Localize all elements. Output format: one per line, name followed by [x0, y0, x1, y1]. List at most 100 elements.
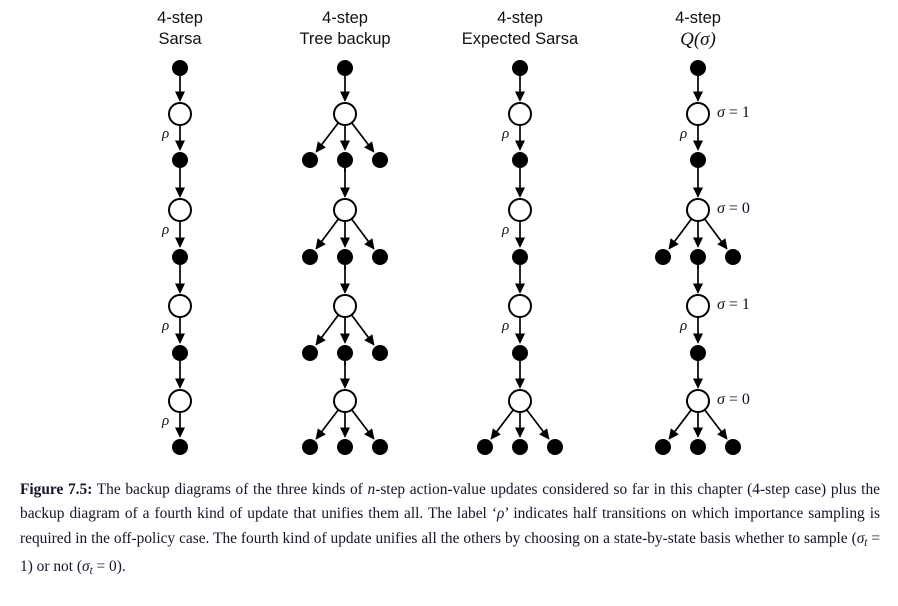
column-header-line2: Sarsa [158, 30, 202, 48]
caption-sub-t-2: t [89, 565, 93, 578]
edge-fan-0 [490, 409, 515, 440]
figure-number: Figure 7.5: [20, 481, 93, 498]
caption-var-n: n [367, 481, 376, 498]
sigma-symbol: σ [717, 200, 725, 217]
column-header-expected-sarsa: 4-step Expected Sarsa [410, 8, 630, 50]
action-node-filled [690, 152, 706, 168]
action-node-filled [172, 439, 188, 455]
column-header-line1: 4-step [497, 9, 543, 27]
edge-fan-2 [703, 218, 728, 250]
backup-diagram-q-sigma [655, 60, 741, 455]
rho-label: ρ [162, 126, 170, 142]
sigma-symbol: σ [717, 296, 725, 313]
action-node-filled [337, 439, 353, 455]
caption-var-sigma-1: σ [856, 529, 865, 547]
caption-sub-t-1: t [864, 536, 868, 549]
action-node-filled [512, 345, 528, 361]
action-node-filled [302, 439, 318, 455]
action-node-filled [690, 60, 706, 76]
state-node-open [168, 198, 192, 222]
edge-fan-0 [668, 409, 693, 440]
action-node-filled [372, 152, 388, 168]
edge-fan-0 [315, 314, 340, 346]
rho-label: ρ [680, 318, 688, 334]
action-node-filled [337, 345, 353, 361]
edge-fan-2 [350, 122, 375, 153]
caption-seg-3: ’ indicates half transitions on which im… [20, 505, 880, 547]
edge-fan-2 [525, 409, 550, 440]
action-node-filled [302, 152, 318, 168]
action-node-filled [512, 152, 528, 168]
action-node-filled [372, 439, 388, 455]
backup-diagram-sarsa [168, 60, 192, 455]
action-node-filled [725, 439, 741, 455]
action-node-filled [337, 249, 353, 265]
action-node-filled [477, 439, 493, 455]
edge-fan-2 [350, 409, 375, 440]
sigma-value: = 0 [724, 200, 750, 217]
edge-fan-0 [315, 122, 340, 153]
action-node-filled [302, 345, 318, 361]
backup-diagrams-svg [168, 60, 741, 455]
state-node-open [333, 102, 357, 126]
state-node-open [508, 198, 532, 222]
edge-fan-0 [668, 218, 693, 250]
column-header-line1: 4-step [157, 9, 203, 27]
state-node-open [333, 389, 357, 413]
rho-label: ρ [162, 413, 170, 429]
sigma-value: = 1 [724, 104, 750, 121]
action-node-filled [512, 439, 528, 455]
caption-var-rho: ρ [496, 505, 505, 523]
state-node-open [508, 102, 532, 126]
state-node-open [686, 389, 710, 413]
state-node-open [508, 294, 532, 318]
action-node-filled [655, 249, 671, 265]
action-node-filled [512, 60, 528, 76]
action-node-filled [690, 439, 706, 455]
sigma-label: σ = 0 [717, 391, 750, 409]
backup-diagram-tree-backup [302, 60, 388, 455]
action-node-filled [725, 249, 741, 265]
action-node-filled [655, 439, 671, 455]
rho-label: ρ [162, 222, 170, 238]
state-node-open [333, 198, 357, 222]
column-header-line2: Q(σ) [680, 29, 716, 50]
edge-fan-0 [315, 409, 340, 440]
rho-label: ρ [162, 318, 170, 334]
column-header-line1: 4-step [675, 9, 721, 27]
action-node-filled [172, 249, 188, 265]
caption-seg-4: = 1) or not ( [20, 529, 880, 576]
action-node-filled [690, 345, 706, 361]
state-node-open [168, 389, 192, 413]
edge-fan-2 [703, 409, 728, 440]
figure-caption: Figure 7.5: The backup diagrams of the t… [20, 478, 880, 584]
rho-label: ρ [680, 126, 688, 142]
action-node-filled [372, 345, 388, 361]
action-node-filled [172, 152, 188, 168]
state-node-open [333, 294, 357, 318]
action-node-filled [690, 249, 706, 265]
sigma-value: = 0 [724, 391, 750, 408]
action-node-filled [302, 249, 318, 265]
column-header-q-sigma: 4-step Q(σ) [588, 8, 808, 50]
sigma-label: σ = 0 [717, 200, 750, 218]
action-node-filled [172, 345, 188, 361]
edge-fan-2 [350, 314, 375, 346]
sigma-label: σ = 1 [717, 296, 750, 314]
action-node-filled [337, 152, 353, 168]
state-node-open [686, 198, 710, 222]
rho-label: ρ [502, 318, 510, 334]
action-node-filled [172, 60, 188, 76]
action-node-filled [547, 439, 563, 455]
caption-seg-2: -step action-value updates considered so… [20, 481, 880, 523]
action-node-filled [512, 249, 528, 265]
rho-label: ρ [502, 222, 510, 238]
state-node-open [508, 389, 532, 413]
sigma-symbol: σ [717, 104, 725, 121]
edge-fan-0 [315, 218, 340, 250]
caption-seg-5: = 0). [92, 558, 126, 576]
caption-seg-1: The backup diagrams of the three kinds o… [92, 481, 368, 498]
sigma-value: = 1 [724, 296, 750, 313]
column-header-line2: Expected Sarsa [461, 30, 579, 48]
